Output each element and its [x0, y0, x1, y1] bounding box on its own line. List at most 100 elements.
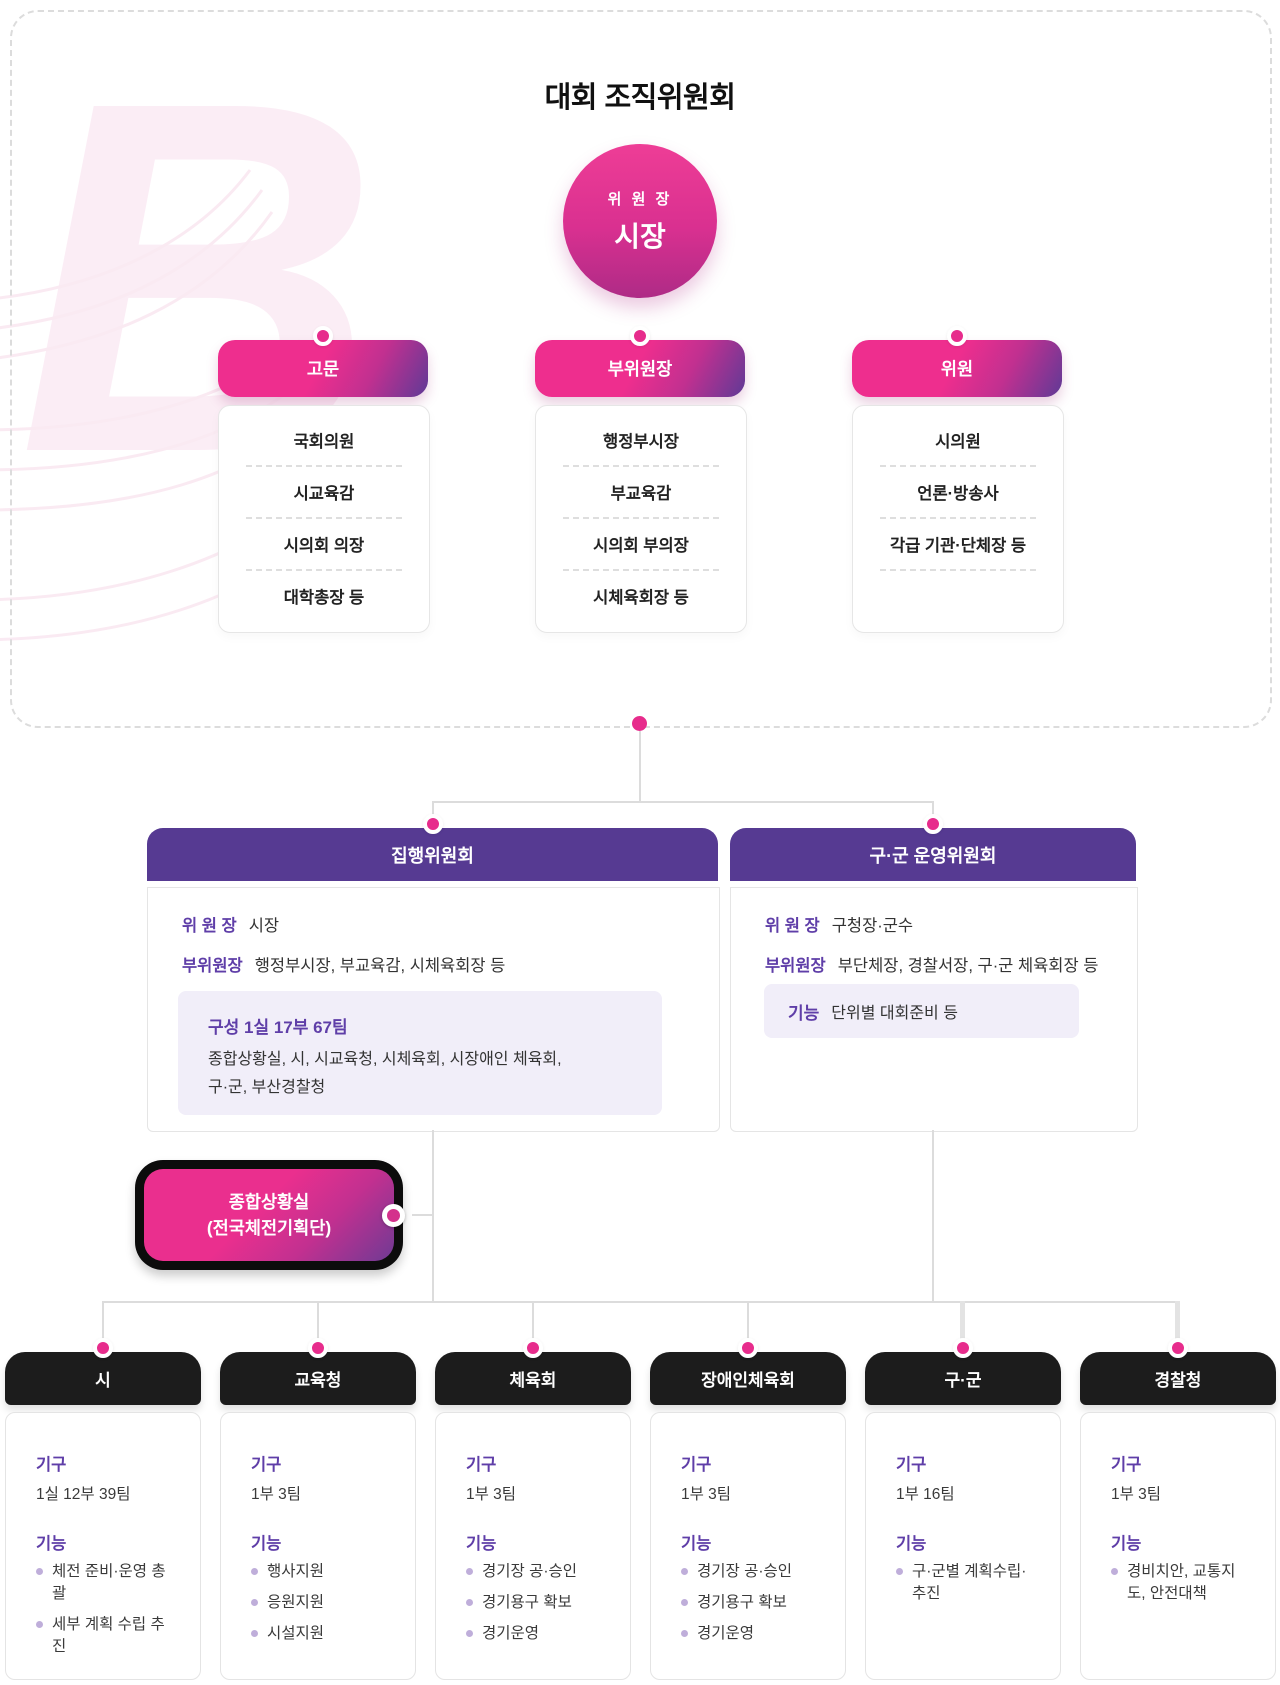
gu-gun-committee-card: 위 원 장 구청장·군수 부위원장 부단체장, 경찰서장, 구·군 체육회장 등…	[730, 887, 1138, 1132]
org-value: 1부 3팀	[466, 1486, 517, 1503]
function-text: 시설지원	[267, 1625, 325, 1642]
dept-para-sports-card: 기구 1부 3팀 기능 경기장 공·승인 경기용구 확보 경기운영	[650, 1412, 846, 1680]
chairman-node: 위 원 장 시장	[563, 144, 717, 298]
connector-line	[412, 1214, 433, 1216]
org-label: 기구	[36, 1456, 67, 1474]
function-text: 경기장 공·승인	[697, 1563, 793, 1580]
connector-node	[313, 326, 333, 346]
committee-row: 부위원장 행정부시장, 부교육감, 시체육회장 등	[182, 952, 505, 976]
dept-city-title: 시	[95, 1371, 111, 1390]
composition-title: 구성 1실 17부 67팀	[208, 1018, 348, 1037]
list-item: 각급 기관·단체장 등	[889, 537, 1027, 555]
connector-line	[317, 1301, 319, 1347]
connector-line	[432, 801, 934, 803]
org-value: 1부 3팀	[681, 1486, 732, 1503]
bullet-icon	[466, 1630, 473, 1637]
function-value: 단위별 대회준비 등	[831, 1005, 958, 1022]
list-item: 대학총장 등	[283, 589, 365, 607]
divider	[563, 569, 719, 571]
fn-label: 기능	[681, 1535, 712, 1553]
bullet-icon	[466, 1568, 473, 1575]
fn-label: 기능	[1111, 1535, 1142, 1553]
org-value: 1부 16팀	[896, 1486, 955, 1503]
page-title: 대회 조직위원회	[544, 82, 736, 114]
list-item: 언론·방송사	[917, 485, 999, 503]
dept-city-header: 시	[5, 1352, 201, 1405]
connector-node	[947, 326, 967, 346]
row-value: 시장	[248, 917, 280, 935]
composition-line: 구·군, 부산경찰청	[208, 1079, 326, 1096]
dept-sports-card: 기구 1부 3팀 기능 경기장 공·승인 경기용구 확보 경기운영	[435, 1412, 631, 1680]
connector-line	[932, 1130, 934, 1303]
function-text: 경기용구 확보	[697, 1594, 787, 1611]
connector-node	[953, 1338, 973, 1358]
committee-row: 위 원 장 구청장·군수	[765, 912, 913, 936]
dept-para-sports-title: 장애인체육회	[701, 1371, 795, 1390]
committee-row: 부위원장 부단체장, 경찰서장, 구·군 체육회장 등	[765, 952, 1098, 976]
fn-label: 기능	[896, 1535, 927, 1553]
vice-chairman-card: 행정부시장 부교육감 시의회 부의장 시체육회장 등	[535, 405, 747, 633]
dept-police-card: 기구 1부 3팀 기능 경비치안, 교통지도, 안전대책	[1080, 1412, 1276, 1680]
list-item: 행정부시장	[603, 433, 679, 451]
advisors-card: 국회의원 시교육감 시의회 의장 대학총장 등	[218, 405, 430, 633]
divider	[246, 569, 402, 571]
connector-node	[93, 1338, 113, 1358]
fn-label: 기능	[466, 1535, 497, 1553]
list-item: 시의회 의장	[283, 537, 365, 555]
function-text: 경기용구 확보	[482, 1594, 572, 1611]
members-header: 위원	[852, 340, 1062, 397]
connector-node	[523, 1338, 543, 1358]
row-label: 위 원 장	[765, 917, 820, 935]
bullet-icon	[1111, 1568, 1118, 1575]
bullet-icon	[681, 1599, 688, 1606]
row-value: 부단체장, 경찰서장, 구·군 체육회장 등	[837, 957, 1099, 975]
situation-room-line2: (전국체전기획단)	[206, 1218, 332, 1238]
list-item: 국회의원	[293, 433, 355, 451]
row-label: 부위원장	[182, 957, 243, 975]
dept-gu-gun-title: 구·군	[944, 1371, 982, 1390]
connector-line	[960, 1301, 965, 1347]
row-label: 부위원장	[765, 957, 826, 975]
bullet-icon	[36, 1621, 43, 1628]
bullet-icon	[251, 1630, 258, 1637]
function-item: 경기운영	[466, 1623, 606, 1645]
bullet-icon	[251, 1568, 258, 1575]
executive-committee-title: 집행위원회	[391, 845, 474, 866]
fn-label: 기능	[36, 1535, 67, 1553]
composition-panel: 구성 1실 17부 67팀 종합상황실, 시, 시교육청, 시체육회, 시장애인…	[178, 991, 662, 1115]
function-text: 세부 계획 수립 추진	[52, 1616, 165, 1655]
connector-node	[923, 814, 943, 834]
function-item: 시설지원	[251, 1623, 391, 1645]
function-item: 체전 준비·운영 총괄	[36, 1561, 176, 1605]
function-item: 경기용구 확보	[466, 1592, 606, 1614]
bullet-icon	[36, 1568, 43, 1575]
advisors-header: 고문	[218, 340, 428, 397]
divider	[880, 465, 1036, 467]
divider	[563, 517, 719, 519]
org-label: 기구	[466, 1456, 497, 1474]
divider	[880, 517, 1036, 519]
function-item: 응원지원	[251, 1592, 391, 1614]
connector-node	[632, 716, 647, 731]
vice-chairman-header-label: 부위원장	[607, 359, 673, 379]
function-text: 구·군별 계획수립·추진	[912, 1563, 1027, 1602]
dept-police-title: 경찰청	[1154, 1371, 1202, 1390]
situation-room-line1: 종합상황실	[228, 1192, 310, 1212]
function-text: 경비치안, 교통지도, 안전대책	[1127, 1563, 1236, 1602]
function-item: 경기운영	[681, 1623, 821, 1645]
function-item: 행사지원	[251, 1561, 391, 1583]
bullet-icon	[466, 1599, 473, 1606]
function-text: 행사지원	[267, 1563, 325, 1580]
function-text: 경기장 공·승인	[482, 1563, 578, 1580]
function-item: 경기용구 확보	[681, 1592, 821, 1614]
org-label: 기구	[1111, 1456, 1142, 1474]
advisors-header-label: 고문	[306, 359, 340, 379]
chairman-name: 시장	[614, 220, 666, 252]
dept-para-sports-header: 장애인체육회	[650, 1352, 846, 1405]
list-item: 시교육감	[293, 485, 355, 503]
connector-line	[639, 731, 641, 803]
dept-sports-header: 체육회	[435, 1352, 631, 1405]
connector-node	[738, 1338, 758, 1358]
connector-node	[382, 1204, 405, 1227]
